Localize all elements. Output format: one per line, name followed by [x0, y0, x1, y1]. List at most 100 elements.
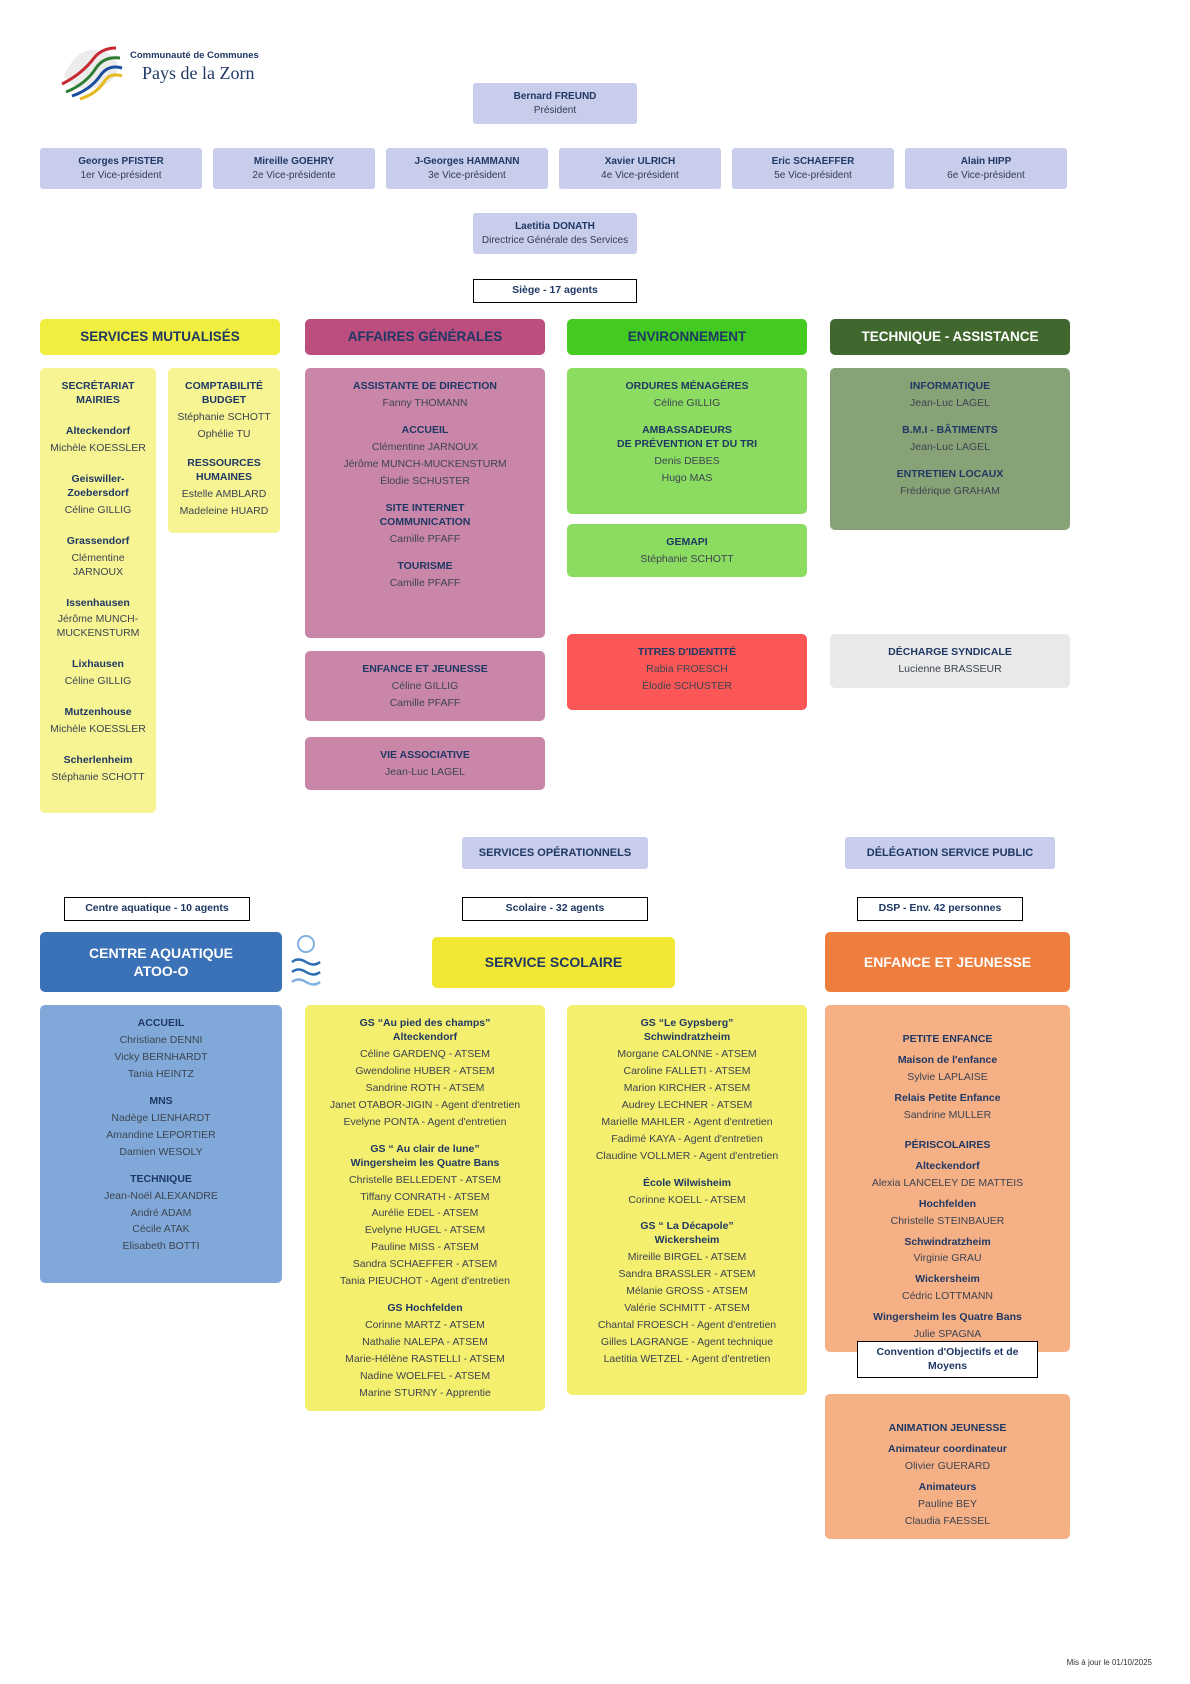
vp-role: 4e Vice-président	[601, 170, 679, 181]
group-heading: Geiswiller- Zoebersdorf	[67, 472, 129, 499]
person-line: Gwendoline HUBER - ATSEM	[355, 1064, 495, 1077]
group-heading: GEMAPI	[666, 536, 708, 548]
president-name: Bernard FREUND	[513, 91, 597, 102]
updated-date: Mis à jour le 01/10/2025	[1066, 1658, 1152, 1667]
person-line: Mireille BIRGEL - ATSEM	[627, 1251, 747, 1264]
person-line: Denis DEBES	[654, 454, 720, 467]
person-line: Stéphanie SCHOTT	[640, 552, 734, 565]
person-line: Sandra SCHAEFFER - ATSEM	[352, 1258, 498, 1271]
person-line: Ophélie TU	[197, 427, 251, 440]
vp-role: 3e Vice-président	[428, 170, 506, 181]
person-line: Madeleine HUARD	[179, 504, 269, 517]
group-heading: Alteckendorf	[65, 424, 131, 437]
group-heading: ENTRETIEN LOCAUX	[896, 467, 1004, 480]
header-service-scolaire: SERVICE SCOLAIRE	[432, 937, 675, 988]
group-heading: TECHNIQUE	[130, 1172, 192, 1185]
services-operationnels-label: SERVICES OPÉRATIONNELS	[462, 837, 648, 869]
group-heading: ANIMATION JEUNESSE	[888, 1422, 1007, 1434]
person-line: Jean-Luc LAGEL	[385, 765, 465, 778]
group-heading: TITRES D'IDENTITÉ	[637, 646, 737, 658]
person-line: Jérôme MUNCH- MUCKENSTURM	[56, 613, 140, 640]
logo-title: Communauté de Communes	[130, 50, 259, 61]
person-line: Cédric LOTTMANN	[901, 1290, 993, 1303]
person-line: Sandra BRASSLER - ATSEM	[618, 1268, 756, 1281]
dgs-name: Laetitia DONATH	[515, 221, 595, 232]
vp-name: Eric SCHAEFFER	[771, 156, 855, 167]
group-heading: Maison de l'enfance	[897, 1053, 998, 1066]
gemapi-box: GEMAPI Stéphanie SCHOTT	[567, 524, 807, 577]
person-line: Marine STURNY - Apprentie	[359, 1387, 491, 1400]
logo-subtitle: Pays de la Zorn	[142, 63, 255, 83]
delegation-service-public-label: DÉLÉGATION SERVICE PUBLIC	[845, 837, 1055, 869]
group-heading: Hochfelden	[918, 1197, 977, 1210]
group-heading: COMPTABILITÉ BUDGET	[185, 380, 263, 406]
group-heading: Lixhausen	[72, 658, 124, 671]
group-heading: GS “Le Gypsberg” Schwindratzheim	[640, 1017, 734, 1043]
person-line: André ADAM	[130, 1206, 192, 1219]
vp-card-6: Alain HIPP 6e Vice-président	[905, 148, 1067, 189]
person-line: Céline GILLIG	[391, 679, 459, 692]
vp-name: Alain HIPP	[960, 156, 1012, 167]
person-line: Claudine VOLLMER - Agent d'entretien	[595, 1149, 779, 1162]
group-heading: VIE ASSOCIATIVE	[380, 749, 470, 761]
person-line: Jean-Luc LAGEL	[910, 396, 990, 409]
person-line: Marie-Hélène RASTELLI - ATSEM	[345, 1353, 505, 1366]
person-line: Gilles LAGRANGE - Agent technique	[600, 1336, 774, 1349]
person-line: Fadimé KAYA - Agent d'entretien	[611, 1132, 763, 1145]
group-heading: PETITE ENFANCE	[902, 1033, 993, 1045]
person-line: Céline GARDENQ - ATSEM	[360, 1047, 490, 1060]
person-line: Mélanie GROSS - ATSEM	[626, 1285, 748, 1298]
vp-card-4: Xavier ULRICH 4e Vice-président	[559, 148, 721, 189]
group-heading: ASSISTANTE DE DIRECTION	[353, 380, 497, 392]
person-line: Evelyne PONTA - Agent d'entretien	[343, 1115, 507, 1128]
person-line: Alexia LANCELEY DE MATTEIS	[871, 1176, 1024, 1189]
vp-role: 1er Vice-président	[80, 170, 162, 181]
person-line: Fanny THOMANN	[382, 396, 468, 409]
vp-card-3: J-Georges HAMMANN 3e Vice-président	[386, 148, 548, 189]
vp-card-2: Mireille GOEHRY 2e Vice-présidente	[213, 148, 375, 189]
person-line: Camille PFAFF	[389, 532, 461, 545]
group-heading: ACCUEIL	[137, 1017, 185, 1029]
group-heading: GS “Au pied des champs” Alteckendorf	[359, 1017, 491, 1043]
group-heading: Animateur coordinateur	[887, 1442, 1008, 1455]
person-line: Pauline BEY	[918, 1497, 977, 1510]
person-line: Claudia FAESSEL	[904, 1514, 991, 1527]
person-line: Nathalie NALEPA - ATSEM	[362, 1336, 488, 1349]
group-heading: Relais Petite Enfance	[894, 1091, 1001, 1104]
person-line: Corinne KOELL - ATSEM	[628, 1193, 746, 1206]
person-line: Jean-Noël ALEXANDRE	[104, 1189, 218, 1202]
logo-text: Communauté de Communes Pays de la Zorn	[130, 38, 259, 84]
header-environnement: ENVIRONNEMENT	[567, 319, 807, 355]
person-line: Céline GILLIG	[64, 675, 132, 688]
person-line: Valérie SCHMITT - ATSEM	[624, 1302, 750, 1315]
dgs-card: Laetitia DONATH Directrice Générale des …	[473, 213, 637, 254]
header-enfance-jeunesse: ENFANCE ET JEUNESSE	[825, 932, 1070, 992]
person-line: Sylvie LAPLAISE	[907, 1070, 988, 1083]
vice-presidents-row: Georges PFISTER 1er Vice-président Mirei…	[40, 148, 1067, 189]
vp-role: 5e Vice-président	[774, 170, 852, 181]
org-logo: Communauté de Communes Pays de la Zorn	[56, 38, 259, 102]
person-line: Christelle BELLEDENT - ATSEM	[349, 1173, 501, 1186]
group-heading: Issenhausen	[66, 596, 130, 609]
person-line: Céline GILLIG	[653, 396, 721, 409]
person-line: Christiane DENNI	[119, 1033, 203, 1046]
person-line: Jean-Luc LAGEL	[910, 440, 990, 453]
person-line: Morgane CALONNE - ATSEM	[617, 1047, 757, 1060]
atoo-waves-icon	[291, 935, 321, 986]
group-heading: MNS	[149, 1094, 173, 1107]
president-card: Bernard FREUND Président	[473, 83, 637, 124]
person-line: Julie SPAGNA	[913, 1328, 982, 1341]
person-line: Frédérique GRAHAM	[900, 484, 1000, 497]
header-centre-aquatique: CENTRE AQUATIQUE ATOO-O	[40, 932, 282, 992]
person-line: Evelyne HUGEL - ATSEM	[364, 1224, 486, 1237]
vp-card-5: Eric SCHAEFFER 5e Vice-président	[732, 148, 894, 189]
animation-jeunesse-box: ANIMATION JEUNESSE Animateur coordinateur…	[825, 1394, 1070, 1539]
vie-associative-box: VIE ASSOCIATIVE Jean-Luc LAGEL	[305, 737, 545, 790]
group-heading: Mutzenhouse	[64, 706, 132, 719]
